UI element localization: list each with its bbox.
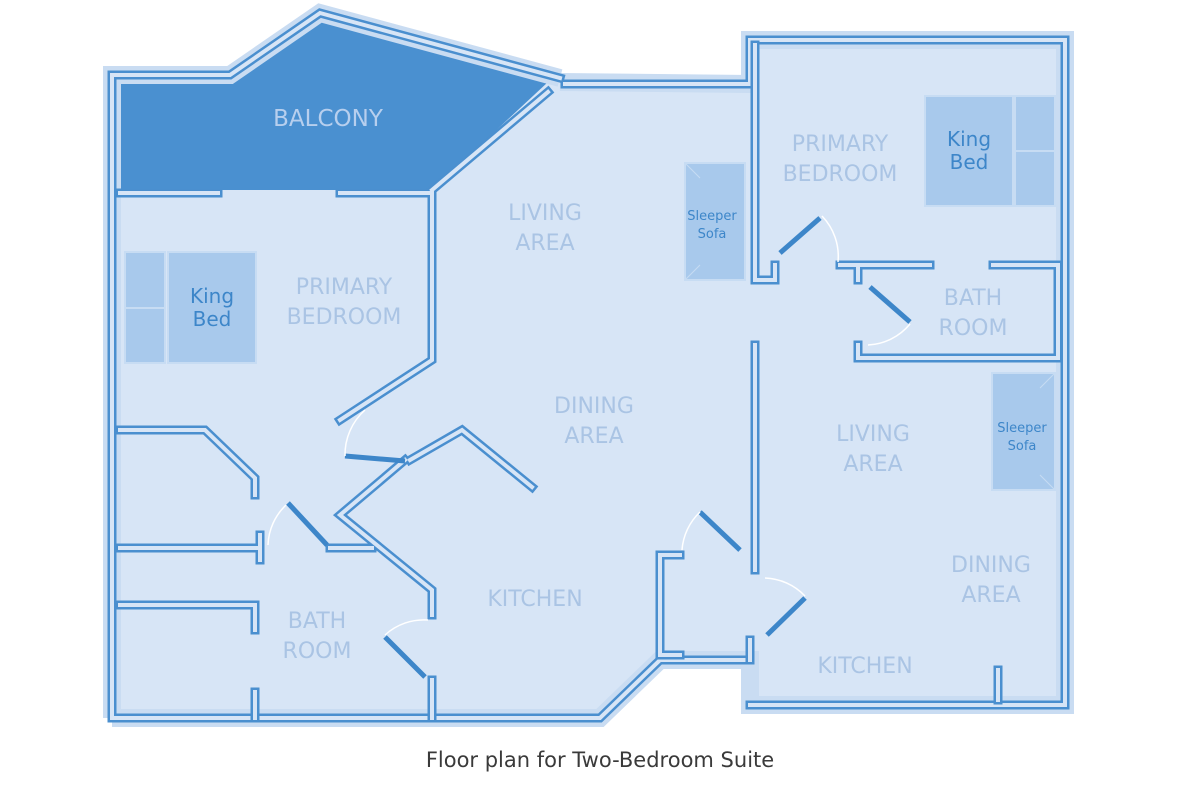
wall-segment: [407, 427, 535, 490]
room-label-dining: DINING: [951, 553, 1031, 578]
sofa-label: Sleeper: [687, 209, 737, 224]
bed-label: Bed: [193, 307, 232, 331]
room-label-balcony: BALCONY: [273, 106, 384, 132]
room-label-bedroom: PRIMARY: [296, 275, 393, 300]
room-label-living: LIVING: [508, 201, 582, 226]
king-bed-left: King Bed: [124, 251, 257, 364]
wall-segment: [337, 193, 434, 423]
room-label-living: LIVING: [836, 422, 910, 447]
room-label-dining: DINING: [554, 394, 634, 419]
wall-segment: [753, 43, 777, 282]
room-label-dining: AREA: [564, 424, 623, 449]
wall-segment: [429, 89, 551, 193]
sofa-label: Sofa: [1008, 439, 1037, 454]
room-label-bath: BATH: [944, 286, 1002, 311]
room-label-bath: ROOM: [283, 639, 352, 664]
interior-walls: [115, 40, 1063, 723]
balcony-area: [120, 22, 548, 190]
room-label-bedroom: BEDROOM: [783, 162, 898, 187]
room-label-kitchen: KITCHEN: [487, 587, 582, 612]
wall-segment: [856, 263, 1060, 360]
room-label-dining: AREA: [961, 583, 1020, 608]
room-label-bedroom: PRIMARY: [792, 132, 889, 157]
wall-segment: [658, 553, 682, 657]
room-label-living: AREA: [515, 231, 574, 256]
doors: [267, 215, 912, 679]
room-label-bath: ROOM: [939, 316, 1008, 341]
wall-segment: [336, 457, 434, 617]
room-label-living: AREA: [843, 452, 902, 477]
room-label-bath: BATH: [288, 609, 346, 634]
sofa-label: Sleeper: [997, 421, 1047, 436]
king-bed-right: King Bed: [924, 95, 1056, 207]
floor-plan-caption: Floor plan for Two-Bedroom Suite: [425, 748, 775, 772]
bed-label: King: [190, 284, 234, 308]
sleeper-sofa-left: Sleeper Sofa: [684, 162, 746, 281]
wall-segment: [118, 428, 257, 497]
room-label-bedroom: BEDROOM: [287, 305, 402, 330]
room-label-kitchen: KITCHEN: [817, 654, 912, 679]
sofa-label: Sofa: [698, 227, 727, 242]
sleeper-sofa-right: Sleeper Sofa: [991, 372, 1056, 491]
outer-walls: [103, 3, 1074, 727]
bed-label: King: [947, 127, 991, 151]
wall-segment: [118, 603, 257, 632]
bed-label: Bed: [950, 150, 989, 174]
